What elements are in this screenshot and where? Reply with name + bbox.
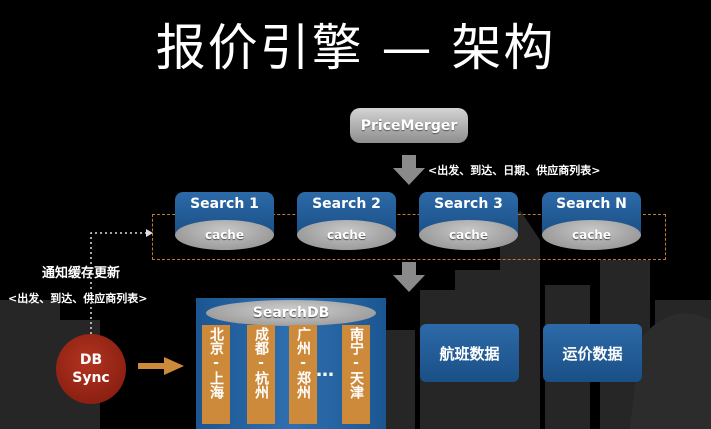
db-sync-node: DB Sync — [56, 334, 126, 404]
search-node-label: Search 2 — [312, 196, 381, 212]
db-sync-line1: DB — [79, 352, 103, 368]
search-node-label: Search 1 — [190, 196, 259, 212]
search-node-1: Search 1 cache — [175, 192, 274, 252]
down-arrow-icon — [393, 262, 425, 292]
search-node-n: Search N cache — [542, 192, 641, 252]
city-pair-nanning-tianjin: 南宁-天津 — [342, 325, 370, 424]
search-node-label: Search 3 — [434, 196, 503, 212]
down-arrow-icon — [393, 155, 425, 185]
notify-cache-update-label: 通知缓存更新 — [42, 266, 121, 281]
city-pair-label: 北京-上海 — [208, 327, 224, 399]
city-pair-guangzhou-zhengzhou: 广州-郑州 — [289, 325, 317, 424]
search-node-3: Search 3 cache — [419, 192, 518, 252]
freight-data-node: 运价数据 — [543, 324, 642, 382]
cache-disk: cache — [297, 220, 396, 250]
cache-disk: cache — [542, 220, 641, 250]
city-pair-label: 广州-郑州 — [295, 327, 311, 399]
search-node-label: Search N — [556, 196, 627, 212]
merger-params-note: <出发、到达、日期、供应商列表> — [428, 164, 601, 177]
notify-params-note: <出发、到达、供应商列表> — [8, 292, 148, 305]
search-cluster-dashed-frame — [152, 214, 666, 260]
city-pair-beijing-shanghai: 北京-上海 — [202, 325, 230, 424]
city-pair-label: 成都-杭州 — [253, 327, 269, 399]
search-node-2: Search 2 cache — [297, 192, 396, 252]
flight-data-node: 航班数据 — [420, 324, 519, 382]
page-title: 报价引擎 — 架构 — [155, 19, 556, 77]
more-city-pairs-ellipsis: … — [316, 360, 334, 381]
city-pair-chengdu-hangzhou: 成都-杭州 — [247, 325, 275, 424]
city-pair-label: 南宁-天津 — [348, 327, 364, 399]
cache-disk: cache — [175, 220, 274, 250]
cache-disk: cache — [419, 220, 518, 250]
price-merger-node: PriceMerger — [350, 108, 468, 143]
search-db-label: SearchDB — [206, 300, 376, 326]
db-sync-line2: Sync — [72, 370, 110, 386]
